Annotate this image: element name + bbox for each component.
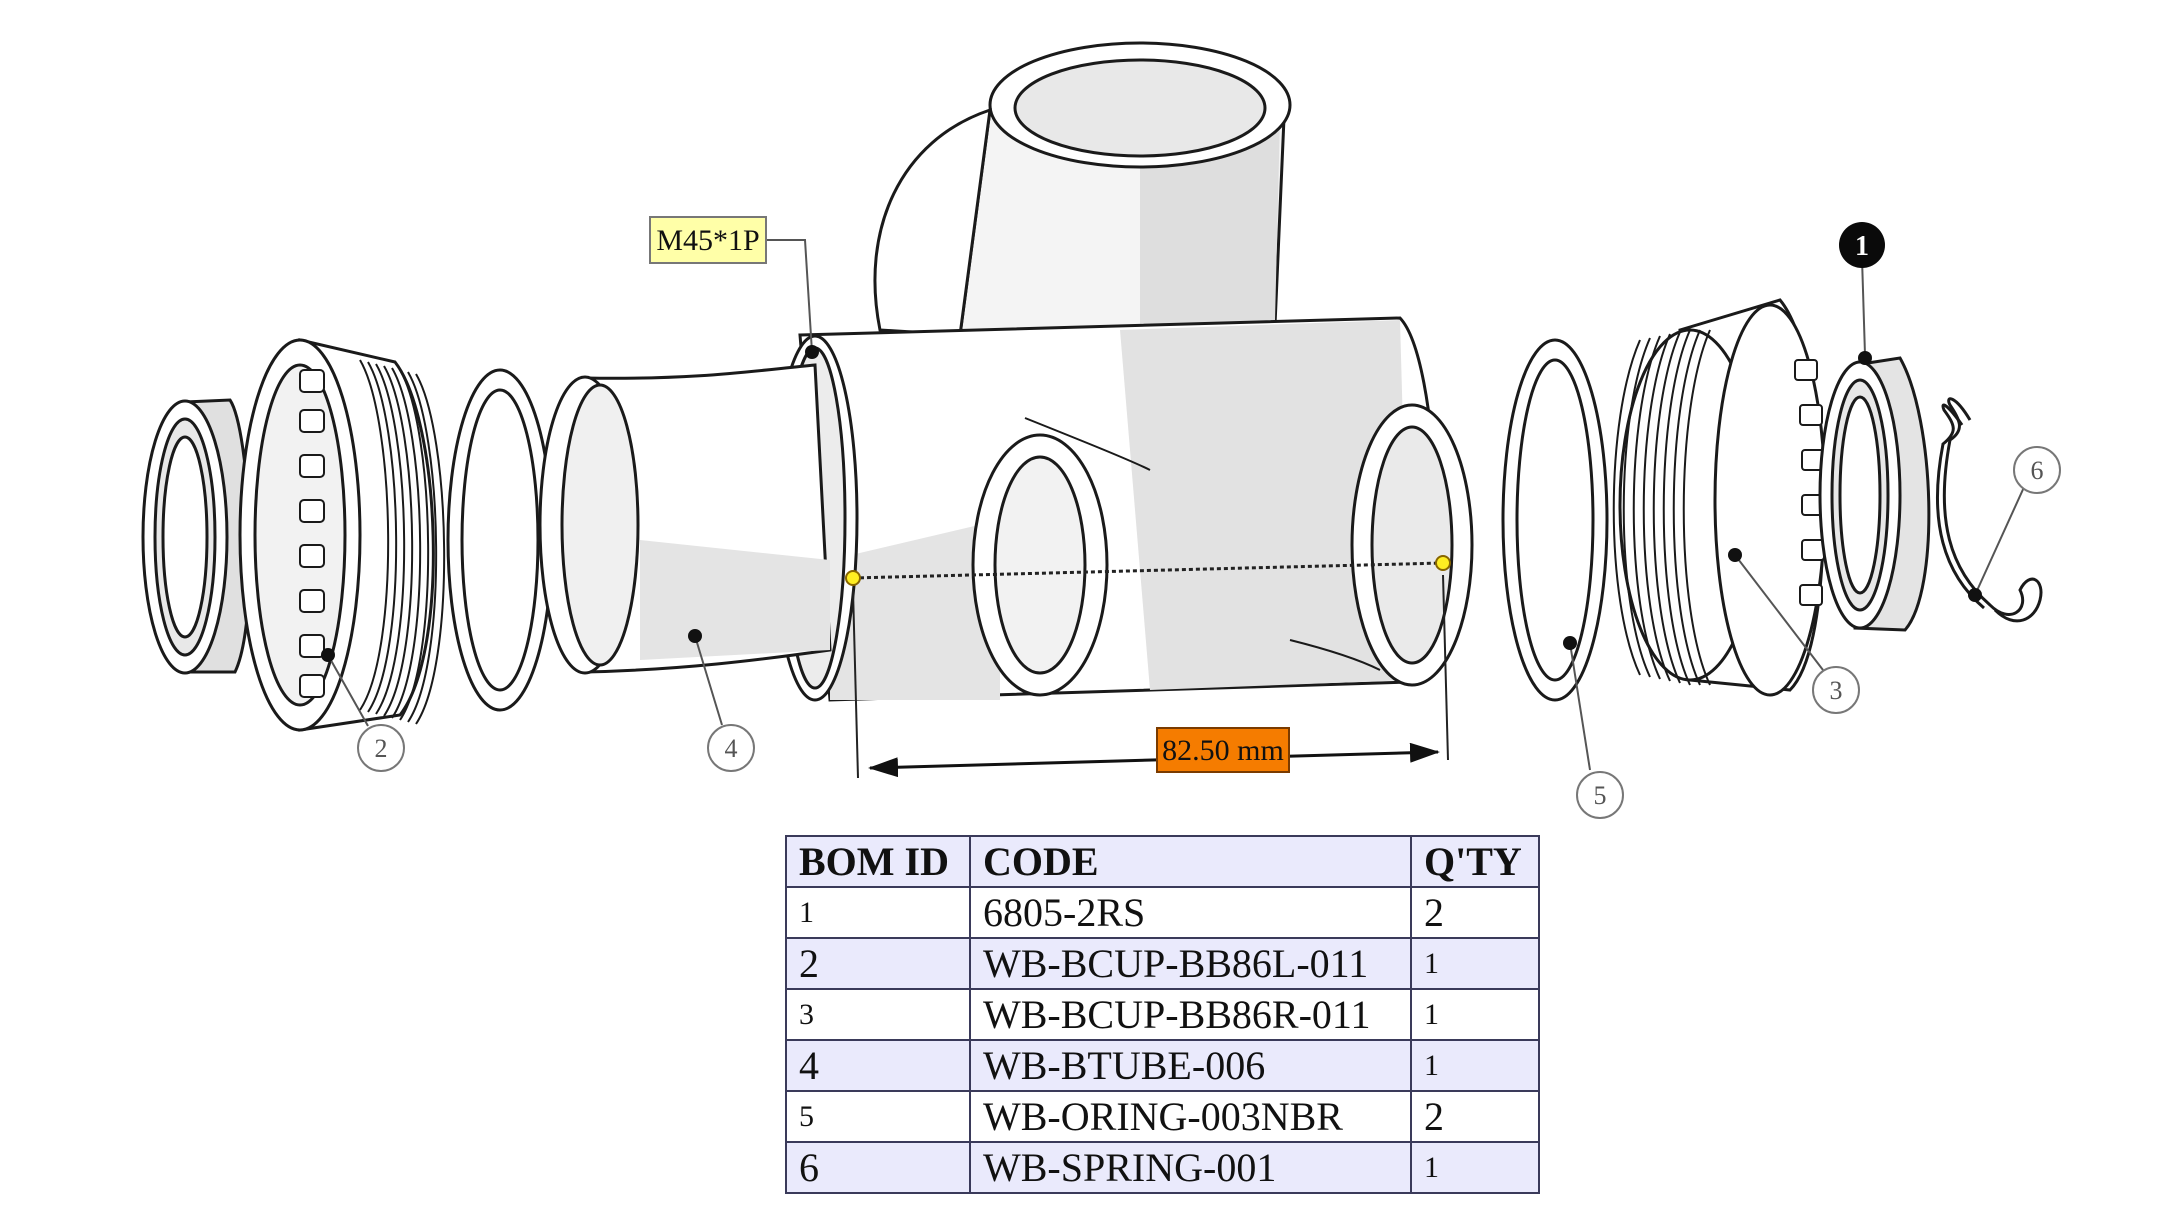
svg-text:6: 6 [2031,456,2044,485]
bom-id-cell: 4 [785,1039,971,1092]
balloon-6: 6 [2013,446,2061,494]
bb-shell [771,41,1474,702]
left-cup [238,338,446,732]
table-row: 2 WB-BCUP-BB86L-011 1 [785,937,1540,990]
bom-id-cell: 6 [785,1141,971,1194]
bom-qty-cell: 1 [1410,937,1540,990]
leader-dots [321,345,1982,662]
bom-header-code: CODE [969,835,1412,888]
bom-code-cell: WB-BTUBE-006 [969,1039,1412,1092]
bom-qty-cell: 1 [1410,1141,1540,1194]
balloon-1: 1 [1839,222,1885,268]
balloon-2: 2 [357,724,405,772]
bom-qty-cell: 2 [1410,1090,1540,1143]
bom-header-id: BOM ID [785,835,971,888]
bom-id-cell: 1 [785,886,971,939]
leader-lines [327,239,2026,771]
balloon-4: 4 [707,724,755,772]
dimension-line [868,742,1440,778]
right-bearing [1818,356,1931,632]
table-row: 4 WB-BTUBE-006 1 [785,1039,1540,1092]
dimension-label-text: 82.50 mm [1162,734,1284,767]
right-o-ring [1501,338,1609,702]
bom-id-cell: 2 [785,937,971,990]
svg-text:1: 1 [1855,231,1869,262]
bom-code-cell: WB-BCUP-BB86L-011 [969,937,1412,990]
table-row: 3 WB-BCUP-BB86R-011 1 [785,988,1540,1041]
table-row: 6 WB-SPRING-001 1 [785,1141,1540,1194]
thread-label-text: M45*1P [656,224,759,257]
bom-table: BOM ID CODE Q'TY 1 6805-2RS 2 2 WB-BCUP-… [785,835,1540,1194]
bom-header-qty: Q'TY [1410,835,1540,888]
svg-text:2: 2 [375,734,388,763]
table-row: 1 6805-2RS 2 [785,886,1540,939]
bom-header-row: BOM ID CODE Q'TY [785,835,1540,888]
sleeve-tube [538,363,832,675]
balloon-3: 3 [1812,666,1860,714]
measurement [845,555,1451,779]
left-o-ring [446,368,554,712]
table-row: 5 WB-ORING-003NBR 2 [785,1090,1540,1143]
dimension-label: 82.50 mm [1156,727,1290,773]
spring-clip [1936,397,2043,623]
thread-label: M45*1P [649,216,767,264]
svg-text:4: 4 [725,734,738,763]
right-cup [1612,298,1827,697]
bom-code-cell: WB-BCUP-BB86R-011 [969,988,1412,1041]
svg-text:3: 3 [1830,676,1843,705]
left-bearing [141,398,252,675]
bom-id-cell: 3 [785,988,971,1041]
balloon-5: 5 [1576,771,1624,819]
bom-code-cell: WB-SPRING-001 [969,1141,1412,1194]
bom-qty-cell: 2 [1410,886,1540,939]
bom-code-cell: 6805-2RS [969,886,1412,939]
svg-text:5: 5 [1594,781,1607,810]
bom-qty-cell: 1 [1410,988,1540,1041]
bom-code-cell: WB-ORING-003NBR [969,1090,1412,1143]
bom-id-cell: 5 [785,1090,971,1143]
bom-qty-cell: 1 [1410,1039,1540,1092]
